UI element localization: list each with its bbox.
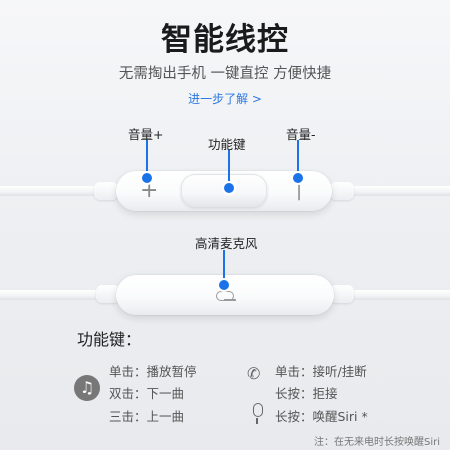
- learn-more-link[interactable]: 进一步了解 >: [188, 92, 262, 106]
- volume-up-pointer: [146, 140, 148, 178]
- mic-dot: [219, 280, 229, 290]
- siri-note: 注：在无来电时长按唤醒Siri: [313, 437, 440, 448]
- mic-right-strain: [330, 285, 354, 303]
- function-key-label: 功能键: [208, 137, 246, 152]
- volume-down-label: 音量-: [286, 127, 316, 142]
- music-action-1: 单击：播放暂停: [109, 364, 197, 379]
- mic-left-strain: [96, 285, 120, 303]
- function-key-dot: [224, 183, 234, 193]
- microphone-icon-stem: [224, 299, 236, 301]
- page-subtitle: 无需掏出手机 一键直控 方便快捷: [118, 66, 332, 82]
- function-key-pointer: [228, 150, 230, 188]
- mic-pointer: [223, 250, 225, 282]
- volume-up-label: 音量+: [128, 127, 164, 142]
- music-action-2: 双击：下一曲: [109, 386, 185, 401]
- phone-icon: ✆: [247, 364, 261, 383]
- music-note-icon: ♫: [74, 375, 100, 401]
- microphone-icon: [216, 291, 234, 301]
- functions-title: 功能键：: [77, 330, 142, 349]
- volume-down-button[interactable]: |: [296, 180, 303, 201]
- call-action-2: 长按：拒接: [275, 386, 338, 401]
- volume-up-button[interactable]: +: [140, 178, 159, 203]
- left-strain-relief: [94, 182, 118, 200]
- volume-up-dot: [142, 173, 152, 183]
- siri-action: 长按：唤醒Siri *: [275, 409, 368, 424]
- siri-microphone-stand: [256, 418, 258, 424]
- right-strain-relief: [330, 182, 354, 200]
- music-action-3: 三击：上一曲: [109, 409, 185, 424]
- call-action-1: 单击：接听/挂断: [275, 364, 367, 379]
- volume-down-dot: [293, 173, 303, 183]
- volume-down-pointer: [297, 140, 299, 178]
- mic-label: 高清麦克风: [195, 236, 258, 251]
- page-title: 智能线控: [161, 22, 289, 58]
- siri-microphone-icon: [253, 403, 263, 417]
